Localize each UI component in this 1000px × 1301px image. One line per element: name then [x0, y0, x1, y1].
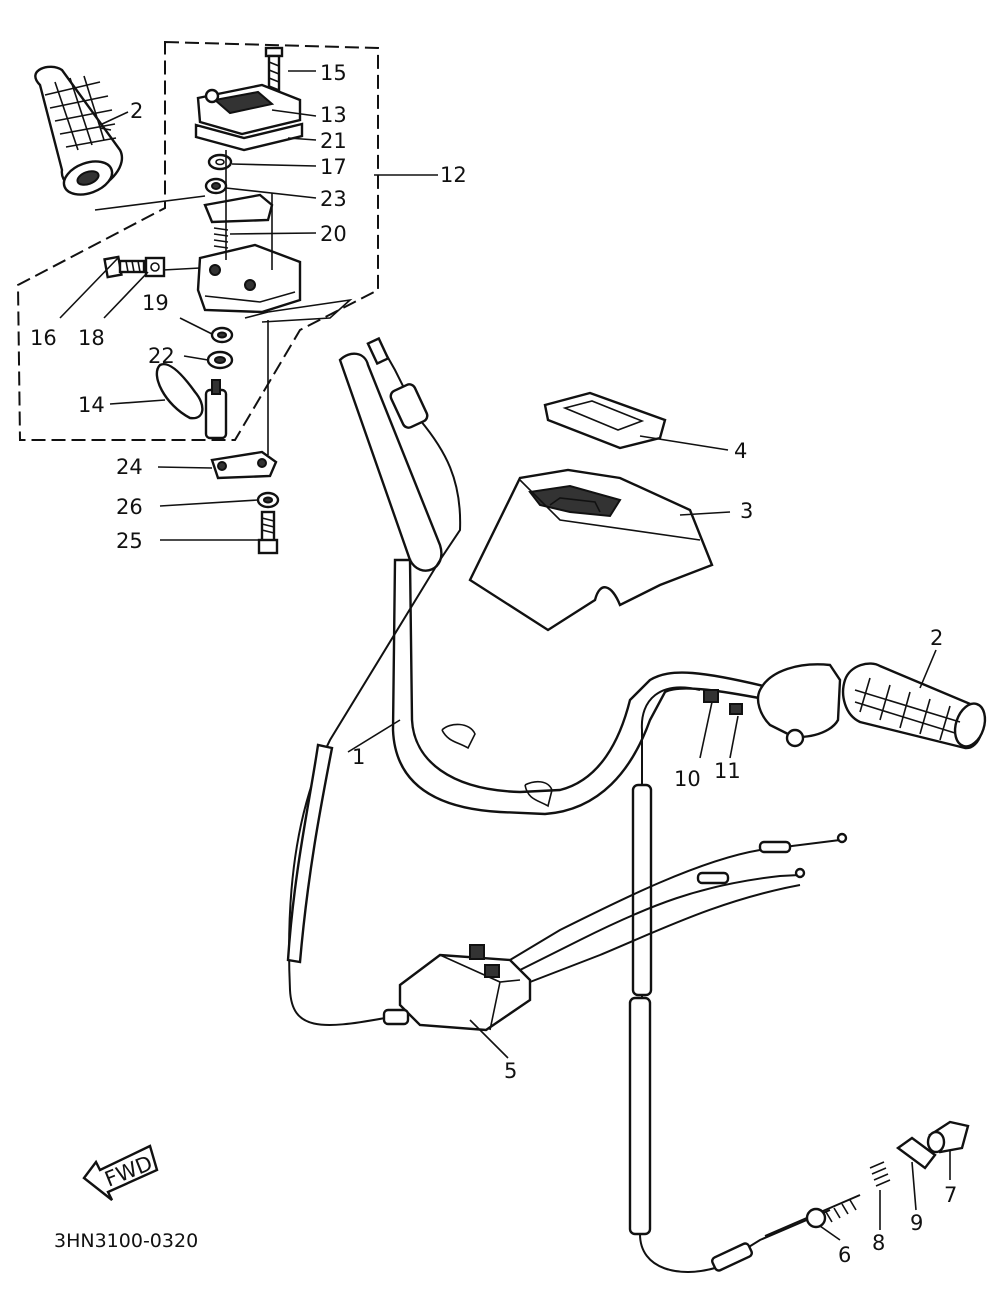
label-18: 18 — [78, 326, 105, 350]
fwd-arrow-icon: FWD — [82, 1144, 159, 1201]
label-14: 14 — [78, 393, 105, 417]
bracket-24[interactable] — [210, 450, 278, 480]
leader-lines — [59, 70, 951, 1241]
label-22: 22 — [148, 344, 175, 368]
nut-11[interactable] — [729, 703, 743, 715]
label-6: 6 — [838, 1243, 851, 1267]
cable-end-lower — [696, 867, 806, 885]
spring-20[interactable] — [213, 227, 229, 249]
label-13: 13 — [320, 103, 347, 127]
label-8: 8 — [872, 1231, 885, 1255]
label-12: 12 — [440, 163, 467, 187]
assembly-boundary-12 — [16, 40, 379, 441]
label-7: 7 — [944, 1183, 957, 1207]
label-21: 21 — [320, 129, 347, 153]
nut-18[interactable] — [144, 256, 166, 278]
lever-14[interactable] — [155, 362, 228, 440]
label-2-left: 2 — [130, 99, 143, 123]
label-5: 5 — [504, 1059, 517, 1083]
washer-26[interactable] — [256, 491, 280, 509]
cable-connector — [366, 336, 429, 429]
label-11: 11 — [714, 759, 741, 783]
gasket-4[interactable] — [543, 391, 667, 450]
label-17: 17 — [320, 155, 347, 179]
screw-16[interactable] — [103, 255, 146, 279]
right-grip[interactable] — [841, 662, 990, 751]
cable-end-upper — [758, 832, 848, 854]
left-grip[interactable] — [34, 65, 124, 201]
label-9: 9 — [910, 1211, 923, 1235]
label-23: 23 — [320, 187, 347, 211]
label-25: 25 — [116, 529, 143, 553]
label-2-right: 2 — [930, 626, 943, 650]
throttle-cable-sleeve-lower — [628, 996, 652, 1236]
cap-9[interactable] — [895, 1136, 937, 1170]
label-1: 1 — [352, 745, 365, 769]
cap-7[interactable] — [926, 1120, 970, 1154]
bolt-25[interactable] — [257, 510, 279, 555]
label-26: 26 — [116, 495, 143, 519]
label-3: 3 — [740, 499, 753, 523]
switch-plate[interactable] — [203, 193, 274, 224]
spacer-22[interactable] — [206, 350, 234, 370]
gasket-21[interactable] — [194, 122, 304, 152]
label-16: 16 — [30, 326, 57, 350]
adjuster-6[interactable] — [764, 1194, 861, 1237]
label-20: 20 — [320, 222, 347, 246]
handlebar-cover-3[interactable] — [468, 468, 714, 632]
spring-8[interactable] — [869, 1161, 891, 1187]
label-10: 10 — [674, 767, 701, 791]
nut-17[interactable] — [207, 153, 233, 171]
diagram-code: 3HN3100-0320 — [54, 1230, 198, 1252]
label-19: 19 — [142, 291, 169, 315]
label-4: 4 — [734, 439, 747, 463]
cable-end — [711, 1242, 753, 1272]
switch-body[interactable] — [196, 243, 302, 314]
junction-5[interactable] — [382, 944, 532, 1032]
label-15: 15 — [320, 61, 347, 85]
throttle-housing[interactable] — [756, 663, 842, 748]
label-24: 24 — [116, 455, 143, 479]
adjuster-10[interactable] — [703, 689, 719, 703]
switch-cover-13[interactable] — [196, 83, 302, 136]
washer-19[interactable] — [210, 326, 234, 344]
washer-23[interactable] — [204, 177, 228, 195]
